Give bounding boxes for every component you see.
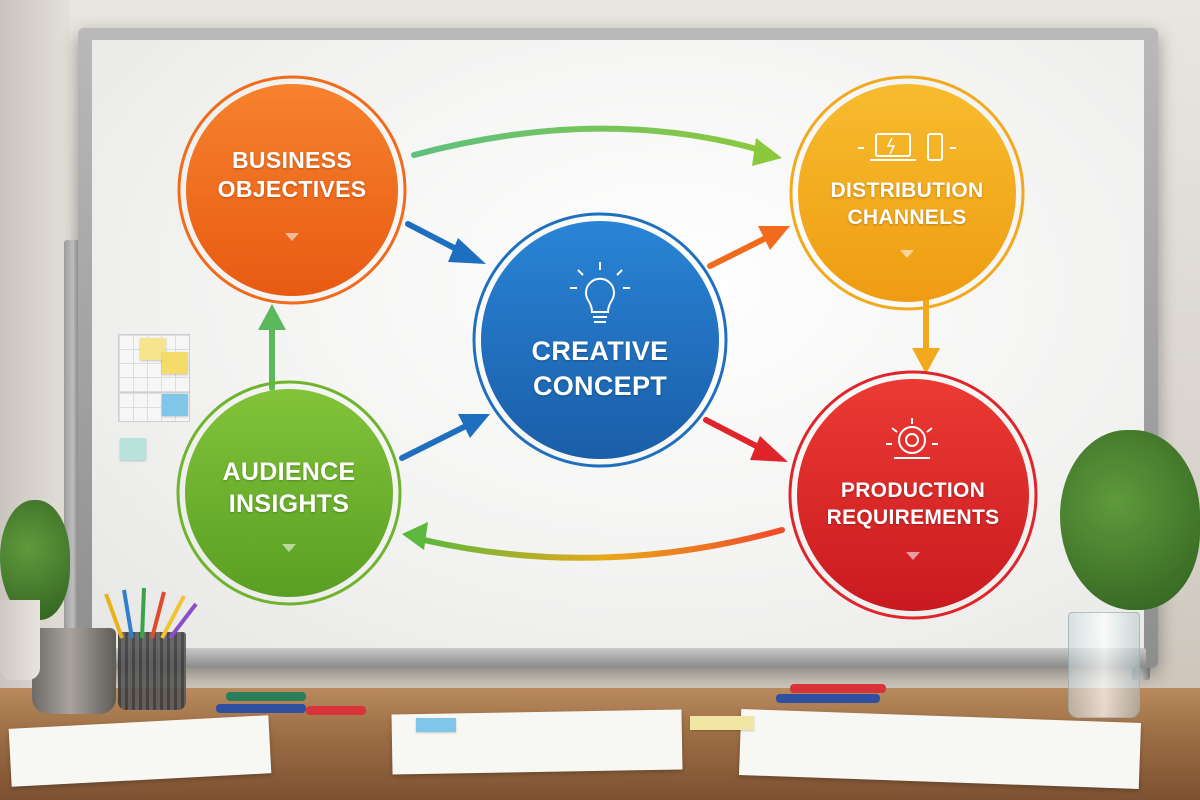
sticky-note-yellow <box>162 352 188 374</box>
node-label-line: REQUIREMENTS <box>826 505 1000 529</box>
paper-sheet <box>738 709 1142 789</box>
colored-pencils <box>104 587 198 640</box>
water-glass <box>1068 612 1140 718</box>
edge-business-to-creative <box>405 221 486 264</box>
node-label-business-objectives: BUSINESS OBJECTIVES <box>192 146 392 205</box>
edge-audience-to-business <box>258 304 286 391</box>
node-label-line: CONCEPT <box>532 370 668 401</box>
edge-distribution-to-production <box>912 297 940 374</box>
sticky-note-yellow <box>140 338 166 360</box>
sticky-note-blue <box>416 718 456 732</box>
camera-lens-icon <box>886 418 938 459</box>
markers <box>216 692 366 715</box>
node-label-distribution-channels: DISTRIBUTION CHANNELS <box>802 178 1012 232</box>
sticky-note-blue <box>162 394 188 416</box>
chevron-down-icon <box>282 544 296 552</box>
coffee-mug <box>32 628 116 714</box>
node-audience-insights <box>176 380 402 606</box>
plant-pot <box>0 600 40 680</box>
node-label-line: CREATIVE <box>531 336 669 366</box>
sticky-note-teal <box>120 438 146 460</box>
node-label-line: CHANNELS <box>847 205 967 229</box>
whiteboard-tray <box>90 648 1146 666</box>
edge-creative-to-production <box>703 417 788 462</box>
edge-production-to-audience <box>402 522 785 561</box>
edge-business-to-distribution <box>411 125 782 166</box>
node-label-audience-insights: AUDIENCE INSIGHTS <box>189 456 389 520</box>
node-label-line: BUSINESS <box>232 147 352 173</box>
edge-creative-to-distribution <box>707 226 790 269</box>
node-production-requirements <box>788 370 1038 620</box>
sticky-note-yellow <box>690 716 754 730</box>
node-label-line: PRODUCTION <box>840 479 986 502</box>
node-distribution-channels <box>789 75 1025 311</box>
node-label-line: DISTRIBUTION <box>830 179 984 202</box>
node-label-production-requirements: PRODUCTION REQUIREMENTS <box>798 478 1028 532</box>
pencil-cup <box>118 632 186 710</box>
node-label-line: INSIGHTS <box>228 490 350 518</box>
node-label-creative-concept: CREATIVE CONCEPT <box>490 334 710 403</box>
chevron-down-icon <box>900 250 914 258</box>
chevron-down-icon <box>906 552 920 560</box>
node-label-line: OBJECTIVES <box>217 176 367 203</box>
node-business-objectives <box>177 75 407 305</box>
chevron-down-icon <box>285 233 299 241</box>
node-creative-concept <box>472 212 728 468</box>
plant <box>1060 430 1200 610</box>
markers <box>776 684 886 703</box>
lightbulb-icon <box>570 262 630 323</box>
node-label-line: AUDIENCE <box>222 458 356 486</box>
edge-audience-to-creative <box>399 414 490 461</box>
laptop-phone-icon <box>858 133 956 161</box>
